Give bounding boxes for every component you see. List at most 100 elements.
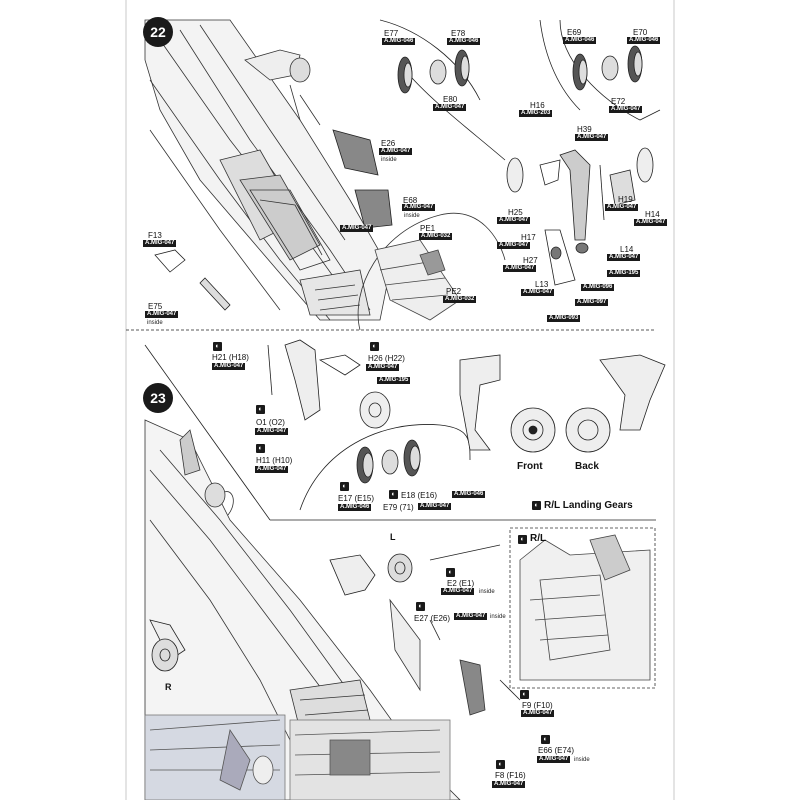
part-e70: E70 [633, 28, 648, 37]
fuselage-22 [144, 19, 391, 321]
ref-e69: A.MIG-046 [563, 37, 597, 44]
ref-mid-22: A.MIG-047 [340, 225, 374, 232]
part-e18: E18 (E16) [401, 491, 438, 500]
option-icon-h11: ◐ [256, 444, 265, 453]
ref-096-22: A.MIG-096 [581, 284, 615, 291]
part-e79: E79 (71) [383, 503, 414, 512]
ref-e80: A.MIG-047 [433, 104, 467, 111]
part-l13: L13 [535, 280, 549, 289]
ref-e26: A.MIG-047 [379, 148, 413, 155]
ref-e17: A.MIG-046 [338, 504, 372, 511]
ref-h27: A.MIG-047 [503, 265, 537, 272]
ref-h17: A.MIG-047 [497, 242, 531, 249]
ref-e70: A.MIG-046 [627, 37, 661, 44]
part-h21: H21 (H18) [212, 353, 249, 362]
part-e80: E80 [443, 95, 458, 104]
caption-rl-inset: R/L [530, 533, 547, 544]
ref-e27: A.MIG-047 [454, 613, 488, 620]
note-e26: inside [381, 157, 397, 163]
part-e69: E69 [567, 28, 582, 37]
ref-e75: A.MIG-047 [145, 311, 179, 318]
ref-pe2: A.MIG-032 [443, 296, 477, 303]
ref-e72: A.MIG-047 [609, 106, 643, 113]
part-h25: H25 [508, 208, 523, 217]
option-icon-h26: ◐ [370, 342, 379, 351]
part-e27: E27 (E26) [414, 614, 451, 623]
ref-o1: A.MIG-047 [255, 428, 289, 435]
note-e75: inside [147, 320, 163, 326]
ref-f9: A.MIG-047 [521, 710, 555, 717]
option-icon-o1: ◐ [256, 405, 265, 414]
ref-195-23: A.MIG-195 [377, 377, 411, 384]
ref-pe1: A.MIG-032 [419, 233, 453, 240]
ref-l14: A.MIG-047 [607, 254, 641, 261]
ref-e66: A.MIG-047 [537, 756, 571, 763]
ref-h16: A.MIG-203 [519, 110, 553, 117]
ref-e18: A.MIG-046 [452, 491, 486, 498]
part-o1: O1 (O2) [256, 418, 285, 427]
option-icon-e27: ◐ [416, 602, 425, 611]
part-e78: E78 [451, 29, 466, 38]
ref-e78: A.MIG-046 [447, 38, 481, 45]
note-e66: inside [574, 757, 590, 763]
ref-e68: A.MIG-047 [402, 204, 436, 211]
ref-e79: A.MIG-047 [418, 503, 452, 510]
option-icon-e2: ◐ [446, 568, 455, 577]
ref-h19: A.MIG-047 [605, 204, 639, 211]
part-e66: E66 (E74) [538, 746, 575, 755]
part-h14: H14 [645, 210, 660, 219]
option-icon-h21: ◐ [213, 342, 222, 351]
option-icon-rl-inset: ◐ [518, 535, 527, 544]
ref-f8: A.MIG-047 [492, 781, 526, 788]
part-pe1: PE1 [420, 224, 436, 233]
step-23-badge: 23 [143, 383, 173, 413]
option-icon-e66: ◐ [541, 735, 550, 744]
left-gear-23 [329, 553, 413, 596]
label-r: R [165, 682, 172, 692]
option-icon-e18: ◐ [389, 490, 398, 499]
part-e2: E2 (E1) [447, 579, 475, 588]
right-gear-23 [149, 619, 186, 672]
option-icon-f8: ◐ [496, 760, 505, 769]
option-icon-rl-gears: ◐ [532, 501, 541, 510]
ref-e2: A.MIG-047 [441, 588, 475, 595]
note-e27: inside [490, 614, 506, 620]
ref-h39: A.MIG-047 [575, 134, 609, 141]
ref-h25: A.MIG-047 [497, 217, 531, 224]
ref-093-22: A.MIG-093 [547, 315, 581, 322]
part-e17: E17 (E15) [338, 494, 375, 503]
part-h17: H17 [521, 233, 536, 242]
landing-gears-front-back [459, 354, 666, 453]
option-icon-f9: ◐ [520, 690, 529, 699]
nose-gear-22 [244, 49, 321, 126]
ref-h14: A.MIG-047 [634, 219, 668, 226]
part-e68: E68 [403, 196, 418, 205]
part-l14: L14 [620, 245, 634, 254]
part-h39: H39 [577, 125, 592, 134]
wheels-22 [397, 45, 654, 193]
part-f9: F9 (F10) [522, 701, 553, 710]
option-icon-e17: ◐ [340, 482, 349, 491]
caption-back: Back [575, 461, 599, 472]
part-h26: H26 (H22) [368, 354, 405, 363]
ref-e77: A.MIG-046 [382, 38, 416, 45]
part-h19: H19 [618, 195, 633, 204]
part-e77: E77 [384, 29, 399, 38]
caption-rl-landing-gears: R/L Landing Gears [544, 500, 633, 511]
part-h11: H11 (H10) [256, 456, 293, 465]
part-e72: E72 [611, 97, 626, 106]
ref-h26: A.MIG-047 [366, 364, 400, 371]
part-h27: H27 [523, 256, 538, 265]
ref-h11: A.MIG-047 [255, 466, 289, 473]
part-f13: F13 [148, 231, 162, 240]
ref-097-22: A.MIG-097 [575, 299, 609, 306]
part-f8: F8 (F16) [495, 771, 526, 780]
ref-h21: A.MIG-047 [212, 363, 246, 370]
note-e68: inside [404, 213, 420, 219]
label-l: L [390, 532, 396, 542]
part-h16: H16 [530, 101, 545, 110]
ref-195-22: A.MIG-195 [607, 270, 641, 277]
ref-l13: A.MIG-047 [521, 289, 555, 296]
